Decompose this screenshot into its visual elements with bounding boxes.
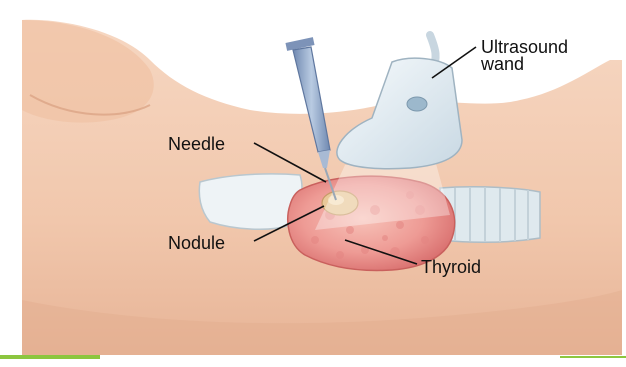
label-ultrasound-wand: Ultrasound wand [481,39,568,73]
label-nodule: Nodule [168,234,225,252]
larynx-cartilage [199,174,302,229]
label-needle: Needle [168,135,225,153]
label-thyroid: Thyroid [421,258,481,276]
wand-button [407,97,427,111]
label-ultrasound-line2: wand [481,56,568,73]
